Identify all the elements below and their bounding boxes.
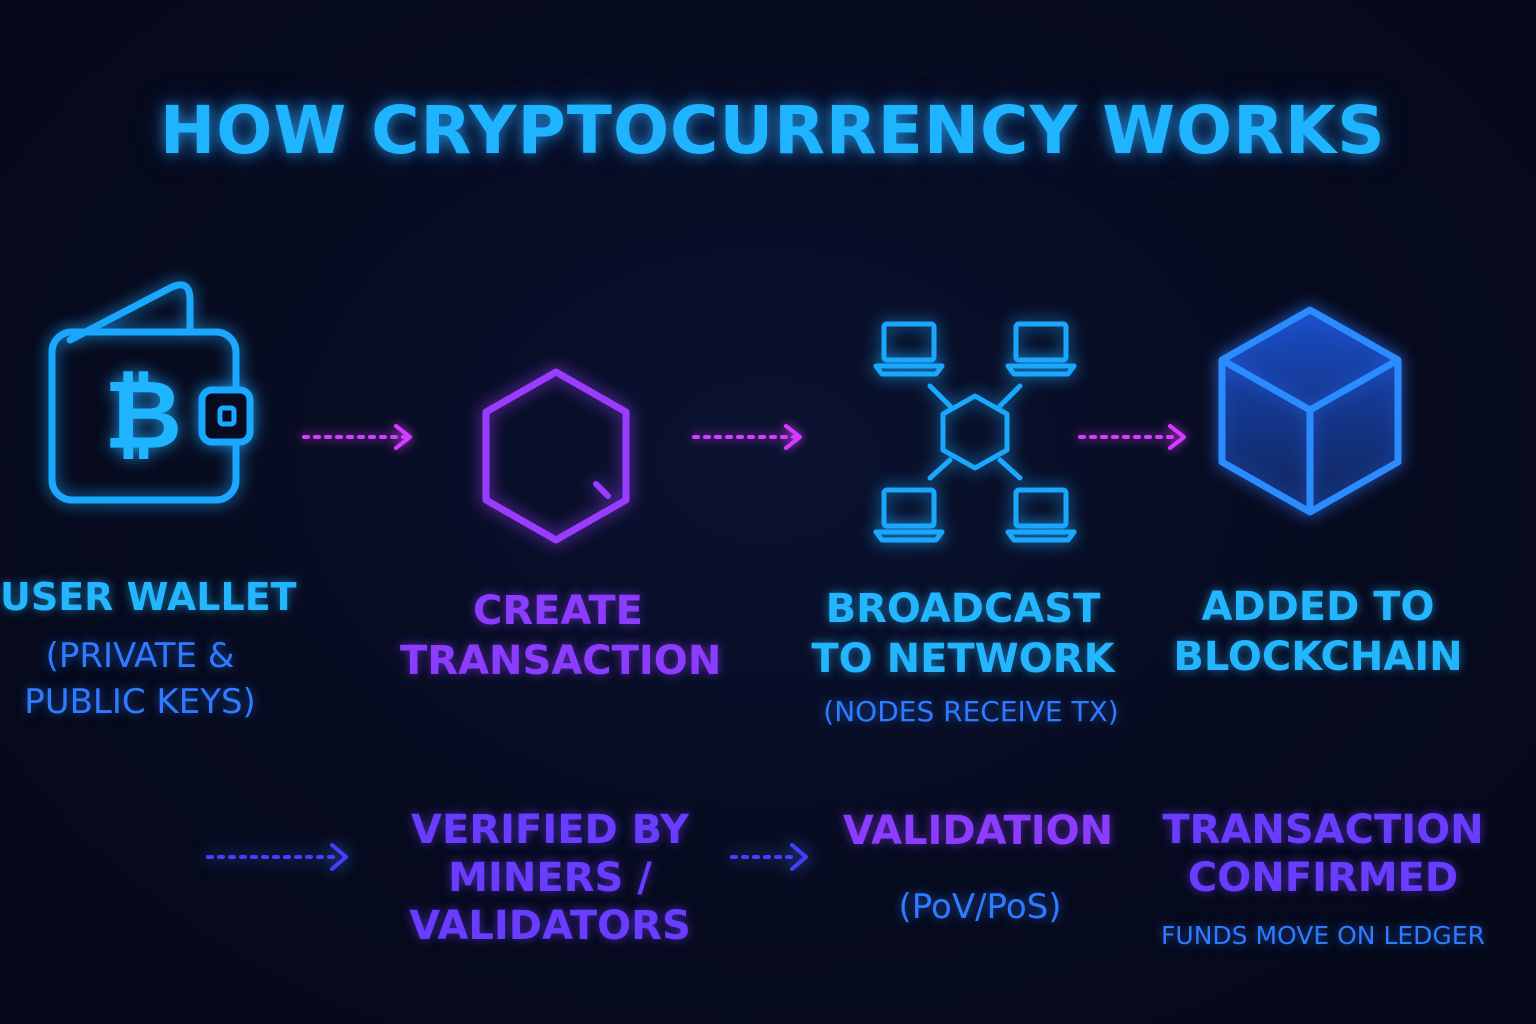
step-validation-sub-text: (PoV/PoS) (898, 887, 1062, 927)
block-cube-icon (1218, 306, 1402, 516)
step-user-wallet-title: USER WALLET (0, 575, 297, 619)
step-confirmed-label: TRANSACTION CONFIRMED (1160, 806, 1486, 902)
step-user-wallet-sub-line1: (PRIVATE & (45, 636, 235, 676)
step-confirmed-line1: TRANSACTION (1162, 807, 1484, 853)
step-create-line2: TRANSACTION (400, 638, 722, 684)
step-validation-title: VALIDATION (842, 808, 1114, 854)
step-validation-sub: (PoV/PoS) (860, 886, 1100, 929)
step-user-wallet-sub-line2: PUBLIC KEYS) (24, 681, 256, 722)
step-confirmed-sub: FUNDS MOVE ON LEDGER (1138, 920, 1508, 951)
arrow-broadcast-to-blockchain (1078, 424, 1186, 450)
step-create-transaction-label: CREATE TRANSACTION (400, 586, 722, 686)
arrow-wallet-to-create (302, 424, 412, 450)
step-verified-label: VERIFIED BY MINERS / VALIDATORS (400, 806, 700, 950)
step-create-line1: CREATE (473, 588, 643, 634)
step-broadcast-sub: (NODES RECEIVE TX) (812, 694, 1130, 729)
step-validation-label: VALIDATION (840, 806, 1116, 856)
arrow-into-verified (206, 843, 348, 871)
step-broadcast-line2: TO NETWORK (811, 636, 1115, 682)
step-blockchain-label: ADDED TO BLOCKCHAIN (1168, 582, 1468, 682)
arrow-create-to-broadcast (692, 424, 802, 450)
step-blockchain-line2: BLOCKCHAIN (1173, 634, 1463, 680)
page-title: HOW CRYPTOCURRENCY WORKS (160, 92, 1386, 169)
network-nodes-icon (873, 321, 1077, 543)
arrow-verified-to-validation (730, 843, 808, 871)
step-broadcast-label: BROADCAST TO NETWORK (810, 584, 1116, 684)
step-verified-line1: VERIFIED BY (411, 807, 689, 853)
step-confirmed-line2: CONFIRMED (1187, 855, 1459, 901)
hexagon-icon (482, 368, 630, 544)
step-confirmed-sub-text: FUNDS MOVE ON LEDGER (1161, 921, 1485, 950)
step-blockchain-line1: ADDED TO (1201, 584, 1435, 630)
bitcoin-wallet-icon: ₿ (48, 281, 254, 504)
step-broadcast-sub-text: (NODES RECEIVE TX) (823, 695, 1119, 728)
step-user-wallet-sub: (PRIVATE & PUBLIC KEYS) (0, 634, 280, 725)
step-verified-line2: MINERS / (448, 855, 652, 901)
step-broadcast-line1: BROADCAST (825, 586, 1101, 632)
step-user-wallet-label: USER WALLET (0, 574, 297, 622)
bitcoin-symbol: ₿ (104, 359, 182, 471)
step-verified-line3: VALIDATORS (409, 903, 691, 949)
